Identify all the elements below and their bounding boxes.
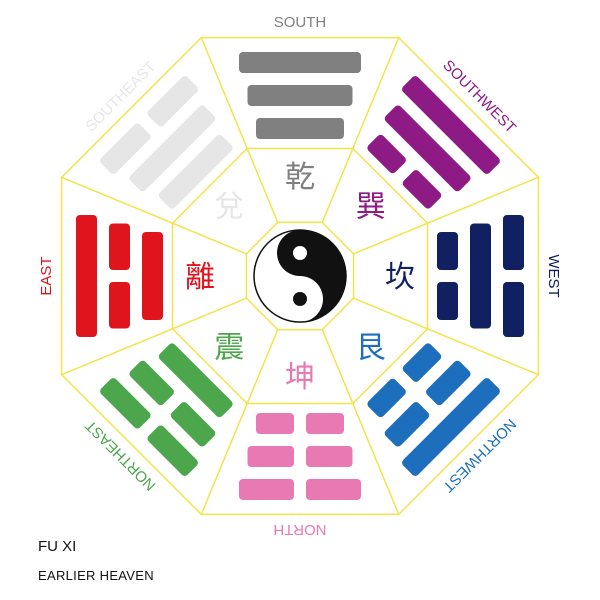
sector-divider — [353, 176, 539, 255]
trigram-line-broken-right — [147, 76, 198, 127]
direction-label-west: WEST — [545, 254, 562, 297]
trigram-line-broken-right — [109, 223, 130, 270]
trigram-line-solid — [247, 85, 353, 106]
sector-divider — [61, 176, 247, 255]
trigram-line-broken-right — [367, 378, 406, 418]
trigram-line-broken-left — [306, 479, 361, 500]
trigram-line-solid — [158, 343, 233, 418]
chinese-character-northeast: 震 — [214, 331, 244, 366]
trigram-line-solid — [76, 215, 97, 337]
caption-title: FU XI — [38, 538, 77, 555]
trigram-line-solid — [142, 232, 163, 320]
trigram-line-broken-right — [247, 446, 294, 467]
trigram-line-broken-left — [170, 402, 216, 447]
sector-divider — [321, 37, 400, 223]
direction-label-north: NORTH — [273, 521, 326, 538]
sector-divider — [61, 297, 247, 376]
trigram-line-broken-left — [306, 413, 344, 434]
trigram-line-broken-left — [503, 215, 524, 270]
trigram-line-solid — [384, 105, 471, 192]
sector-divider — [353, 297, 539, 376]
trigram-line-broken-right — [239, 479, 294, 500]
trigram-line-solid — [239, 52, 361, 73]
trigram-line-broken-right — [384, 402, 430, 447]
chinese-character-southeast: 兌 — [214, 189, 244, 224]
trigram-line-broken-left — [306, 446, 353, 467]
chinese-character-northwest: 艮 — [356, 331, 386, 366]
trigram-line-solid — [402, 76, 500, 174]
trigram-line-solid — [129, 105, 216, 192]
trigram-west: WEST — [437, 215, 562, 337]
chinese-character-west: 坎 — [385, 260, 415, 295]
trigram-line-broken-right — [402, 170, 442, 209]
trigram-north: NORTH — [239, 413, 361, 538]
trigram-line-broken-left — [109, 282, 130, 329]
trigram-line-solid — [470, 223, 491, 329]
trigram-south: SOUTH — [239, 14, 361, 139]
sector-divider — [321, 329, 400, 515]
direction-label-south: SOUTH — [274, 14, 327, 31]
trigram-line-broken-left — [402, 343, 442, 382]
trigram-line-solid — [158, 134, 233, 209]
trigram-line-broken-left — [147, 425, 198, 476]
trigram-line-solid — [402, 378, 500, 476]
trigram-line-broken-right — [503, 282, 524, 337]
yin-dot — [293, 292, 307, 306]
chinese-character-north: 坤 — [285, 360, 315, 395]
trigram-line-solid — [256, 118, 344, 139]
trigram-line-broken-right — [129, 360, 174, 406]
trigram-east: EAST — [38, 215, 163, 337]
yang-dot — [293, 246, 307, 260]
yin-yang-symbol — [253, 229, 347, 323]
direction-label-east: EAST — [38, 256, 55, 295]
trigram-line-broken-left — [437, 232, 458, 270]
chinese-character-southwest: 巽 — [356, 189, 386, 224]
sector-divider — [200, 329, 279, 515]
trigram-line-broken-right — [437, 282, 458, 320]
caption-subtitle: EARLIER HEAVEN — [38, 568, 154, 583]
trigram-line-broken-left — [100, 123, 151, 174]
trigram-line-broken-right — [256, 413, 294, 434]
chinese-character-east: 離 — [185, 260, 215, 295]
trigram-northwest: NORTHWEST — [367, 343, 519, 495]
sector-divider — [200, 37, 279, 223]
trigram-line-broken-right — [100, 378, 151, 429]
trigram-line-broken-left — [426, 360, 471, 406]
chinese-character-south: 乾 — [285, 160, 315, 195]
trigram-line-broken-left — [367, 134, 406, 174]
